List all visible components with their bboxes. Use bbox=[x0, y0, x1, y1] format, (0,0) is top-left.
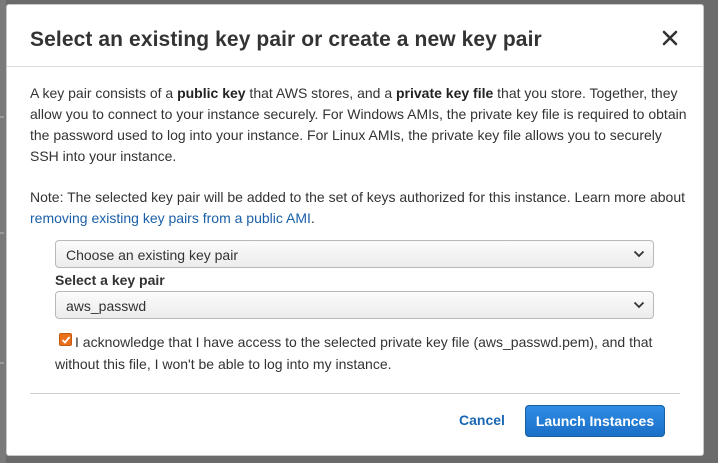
key-pair-description: A key pair consists of a public key that… bbox=[30, 85, 687, 164]
chevron-down-icon bbox=[633, 250, 645, 258]
backdrop-mark bbox=[0, 232, 4, 234]
acknowledge-checkbox[interactable] bbox=[59, 333, 72, 346]
removing-key-pairs-link[interactable]: removing existing key pairs from a publi… bbox=[30, 210, 311, 226]
key-pair-mode-value: Choose an existing key pair bbox=[66, 247, 238, 263]
close-button[interactable] bbox=[661, 29, 679, 47]
dialog-header: Select an existing key pair or create a … bbox=[7, 5, 703, 67]
key-pair-dialog: Select an existing key pair or create a … bbox=[6, 4, 704, 456]
select-key-pair-label: Select a key pair bbox=[55, 272, 165, 288]
backdrop-mark bbox=[0, 116, 4, 118]
public-key-text: public key bbox=[177, 85, 246, 101]
acknowledge-text: I acknowledge that I have access to the … bbox=[55, 334, 653, 372]
backdrop-mark bbox=[0, 362, 4, 364]
private-key-file-text: private key file bbox=[396, 85, 494, 101]
key-pair-select[interactable]: aws_passwd bbox=[55, 291, 654, 319]
dialog-title: Select an existing key pair or create a … bbox=[30, 28, 542, 51]
checkmark-icon bbox=[61, 336, 71, 344]
chevron-down-icon bbox=[633, 301, 645, 309]
cancel-button[interactable]: Cancel bbox=[459, 412, 505, 428]
close-icon bbox=[662, 30, 678, 46]
launch-instances-button[interactable]: Launch Instances bbox=[525, 405, 665, 437]
key-pair-value: aws_passwd bbox=[66, 298, 147, 314]
key-pair-note: Note: The selected key pair will be adde… bbox=[30, 189, 686, 226]
page-backdrop bbox=[0, 0, 6, 463]
key-pair-mode-select[interactable]: Choose an existing key pair bbox=[55, 240, 654, 268]
footer-divider bbox=[30, 393, 680, 394]
